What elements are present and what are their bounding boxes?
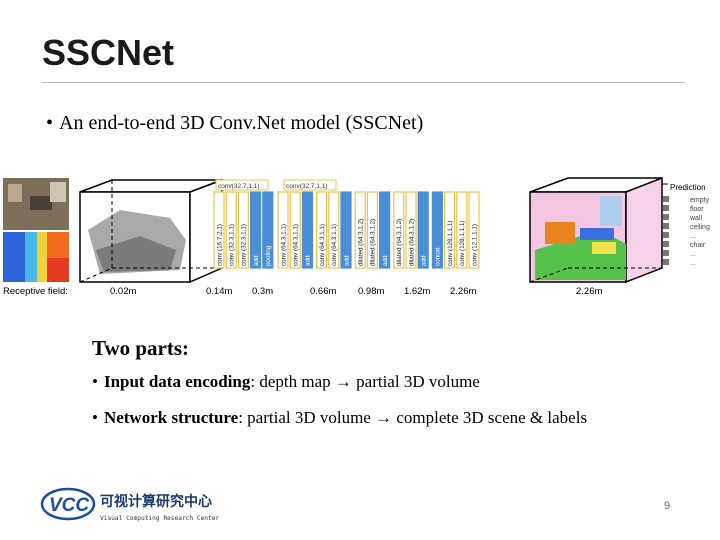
layer-label: conv (128,1,1,1) (459, 220, 466, 266)
scale-label: 1.62m (404, 286, 430, 297)
intro-bullet-text: An end-to-end 3D Conv.Net model (SSCNet) (59, 112, 424, 134)
layer-label: conv (64,3,1,1) (280, 224, 287, 266)
legend-item: ... (690, 251, 696, 258)
prediction-label: Prediction (670, 183, 706, 192)
scale-label: 2.26m (450, 286, 476, 297)
partial-volume-cube (79, 178, 223, 284)
layer-label: conv (12,1,1,1) (471, 224, 478, 266)
layer-bar-add (379, 191, 391, 269)
part-label: Input data encoding (103, 372, 251, 391)
layer-label: add (343, 255, 350, 266)
layer-bar-conv (468, 191, 480, 269)
layer-label: conv (32,3,1,1) (229, 224, 236, 266)
legend-swatch (663, 232, 669, 238)
legend-swatch (663, 250, 669, 256)
layer-bar-conv (237, 191, 249, 269)
layer-label: dilated (64,3,1,2) (408, 219, 415, 266)
legend-swatch (663, 214, 669, 220)
intro-bullet: •An end-to-end 3D Conv.Net model (SSCNet… (46, 112, 423, 135)
layer-bar-conv (213, 191, 225, 269)
title-divider (42, 82, 685, 83)
legend-item: wall (689, 215, 703, 222)
legend-item: floor (690, 206, 704, 213)
layer-label: add (382, 255, 389, 266)
logo-english: Visual Computing Research Center (100, 515, 219, 522)
part-item-network-structure: • Network structure: partial 3D volume → … (92, 408, 587, 428)
layer-bar-conv (289, 191, 301, 269)
layer-bar-conv (444, 191, 456, 269)
top-label-1: conv(32,7,1,1) (218, 183, 260, 190)
layer-label: add (253, 255, 260, 266)
layer-label: dilated (64,3,1,2) (358, 219, 365, 266)
layer-bar-conv (393, 191, 405, 269)
part-item-input-encoding: • Input data encoding: depth map → partia… (92, 372, 480, 392)
layer-label: dilated (64,3,1,2) (396, 219, 403, 266)
layer-label: concat (435, 247, 442, 266)
layer-bar-conv (405, 191, 417, 269)
part-text: : depth map → partial 3D volume (250, 372, 480, 391)
layer-bar-conv (277, 191, 289, 269)
page-number: 9 (664, 500, 671, 512)
layer-bar-add (250, 191, 262, 269)
legend-item: empty (690, 197, 710, 204)
legend-item: ... (690, 233, 696, 240)
legend-item: ... (690, 260, 696, 267)
scale-label: 0.98m (358, 286, 384, 297)
layer-bar-conv (366, 191, 378, 269)
layer-bar-add (340, 191, 352, 269)
bullet-dot: • (92, 372, 98, 391)
part-text: : partial 3D volume → complete 3D scene … (238, 408, 588, 427)
legend-swatch (663, 223, 669, 229)
scale-label: 2.26m (576, 286, 602, 297)
layer-bar-add (301, 191, 313, 269)
scale-label: 0.66m (310, 286, 336, 297)
layer-label: pooling (265, 245, 272, 266)
bullet-dot: • (46, 112, 54, 134)
logo-abbr: VCC (49, 495, 89, 516)
layer-bar-concat (431, 191, 443, 269)
receptive-field-scales: 0.02m 0.14m 0.3m 0.66m 0.98m 1.62m 2.26m 2.26m (110, 286, 602, 297)
prediction-cube (529, 176, 663, 284)
parts-heading: Two parts: (92, 336, 190, 360)
slide-title: SSCNet (42, 32, 175, 73)
part-label: Network structure (103, 408, 239, 427)
legend-swatch (663, 196, 669, 202)
layer-label: conv (32,3,1,1) (241, 224, 248, 266)
scale-label: 0.3m (252, 286, 273, 297)
layer-label: conv (64,3,1,1) (293, 224, 300, 266)
scale-label: 0.14m (206, 286, 232, 297)
layer-bar-conv (225, 191, 237, 269)
legend-swatch (663, 259, 669, 265)
layer-label: add (421, 255, 428, 266)
layer-bar-conv (316, 191, 328, 269)
legend-swatch (663, 241, 669, 247)
layer-label: add (305, 255, 312, 266)
layer-label: conv (16,7,2,1) (216, 224, 223, 266)
vcc-logo: VCC 可视计算研究中心 Visual Computing Research C… (40, 487, 219, 522)
bullet-dot: • (92, 408, 98, 427)
layer-bar-pooling (262, 191, 274, 269)
prediction-legend: empty floor wall ceiling... chair...... (663, 196, 710, 267)
layer-label: dilated (64,3,1,2) (370, 219, 377, 266)
layer-bar-add (417, 191, 429, 269)
top-label-2: conv(32,7,1,1) (286, 183, 328, 190)
legend-item: ceiling (690, 224, 710, 231)
layer-bar-conv (354, 191, 366, 269)
legend-item: chair (690, 242, 706, 249)
legend-swatch (663, 205, 669, 211)
layer-bars: conv (16,7,2,1) conv (32,3,1,1) conv (32,3… (213, 191, 480, 269)
layer-bar-conv (456, 191, 468, 269)
layer-label: conv (128,1,1,1) (447, 220, 454, 266)
layer-label: conv (64,3,1,1) (331, 224, 338, 266)
logo-chinese: 可视计算研究中心 (100, 493, 212, 510)
layer-bar-conv (328, 191, 340, 269)
layer-label: conv (64,3,1,1) (319, 224, 326, 266)
receptive-field-label: Receptive field: (3, 286, 68, 297)
scale-label: 0.02m (110, 286, 136, 297)
sscnet-architecture-figure: conv(32,7,1,1) conv(32,7,1,1) conv (16,7… (3, 176, 710, 297)
